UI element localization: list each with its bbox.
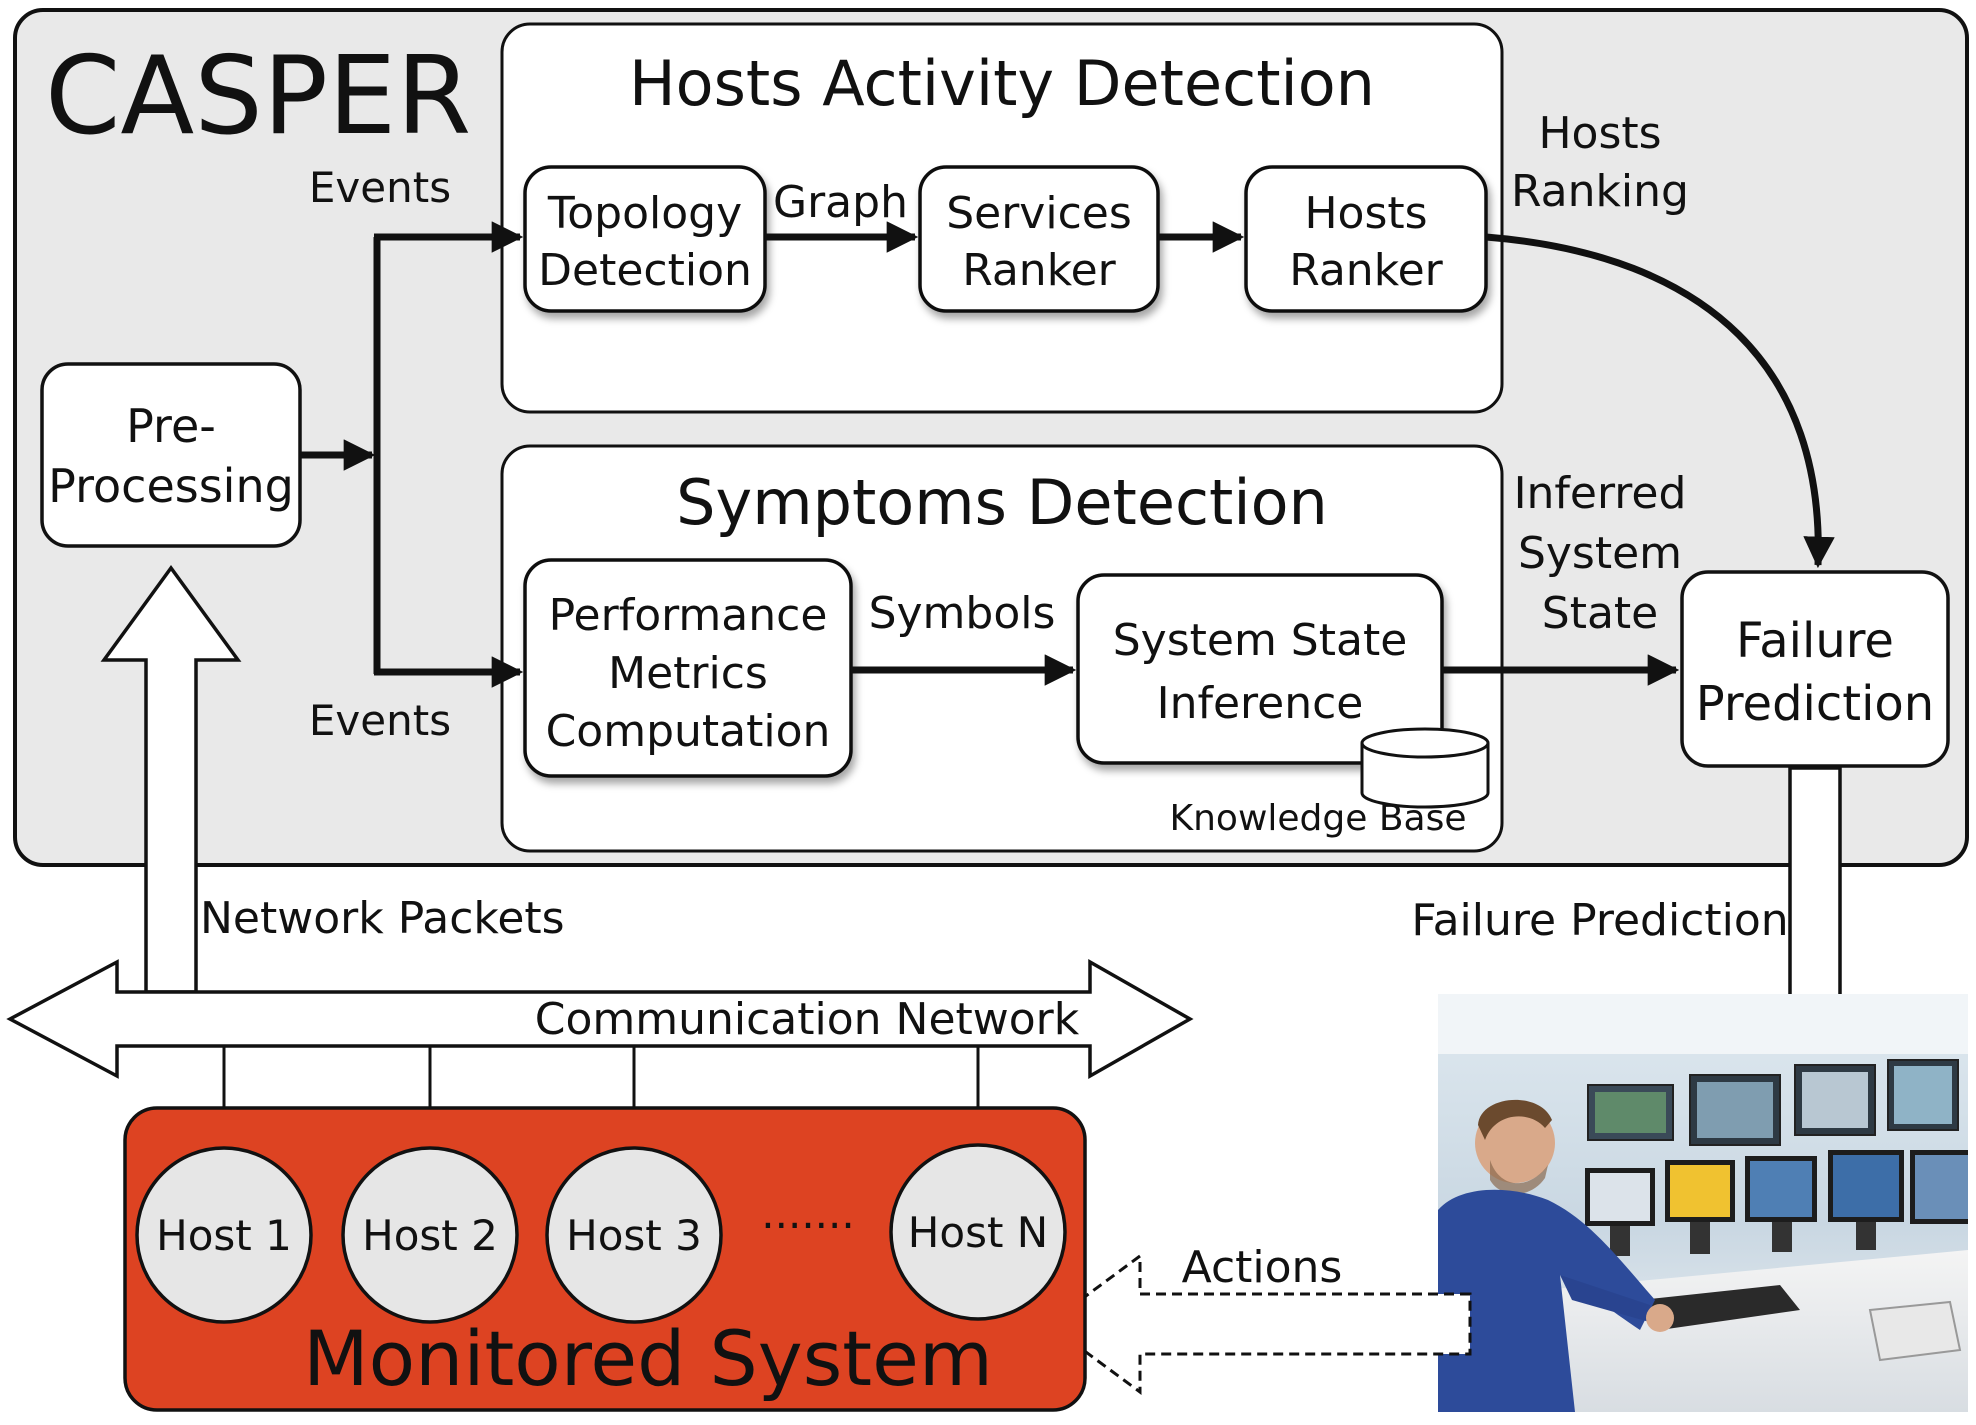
metrics-line3: Computation	[546, 706, 831, 757]
preprocessing-line2: Processing	[48, 459, 294, 513]
hosts-ranker-line2: Ranker	[1289, 245, 1443, 296]
network-packets-arrow	[100, 565, 242, 994]
hosts-activity-title: Hosts Activity Detection	[629, 47, 1375, 120]
knowledge-base-cylinder-icon	[1360, 727, 1490, 809]
symptoms-title: Symptoms Detection	[676, 466, 1328, 539]
topology-line2: Detection	[538, 245, 752, 296]
monitored-system-title: Monitored System	[303, 1314, 993, 1403]
hosts-ranking-line1: Hosts	[1538, 108, 1661, 159]
host-n-label: Host N	[908, 1208, 1048, 1257]
inferred-line2: System	[1518, 528, 1682, 579]
host-2-node: Host 2	[341, 1146, 519, 1324]
host-3-node: Host 3	[545, 1146, 723, 1324]
symbols-label: Symbols	[869, 588, 1056, 639]
failure-prediction-line2: Prediction	[1696, 676, 1934, 732]
failure-prediction-line1: Failure	[1736, 613, 1894, 669]
inference-line1: System State	[1113, 615, 1408, 666]
communication-network-arrow	[6, 958, 1194, 1080]
inferred-line1: Inferred	[1514, 468, 1687, 519]
communication-network-label: Communication Network	[535, 994, 1080, 1045]
actions-arrow	[1045, 1253, 1472, 1395]
system-state-inference-box: System State Inference	[1076, 573, 1444, 765]
inferred-line3: State	[1542, 588, 1658, 639]
services-ranker-line2: Ranker	[962, 245, 1116, 296]
performance-metrics-box: Performance Metrics Computation	[523, 558, 853, 778]
knowledge-base-label: Knowledge Base	[1170, 798, 1467, 839]
host-1-node: Host 1	[135, 1146, 313, 1324]
network-packets-label: Network Packets	[200, 893, 565, 944]
services-ranker-box: Services Ranker	[918, 165, 1160, 313]
host-1-label: Host 1	[156, 1211, 292, 1260]
graph-label: Graph	[773, 177, 908, 228]
topology-line1: Topology	[547, 188, 742, 239]
operator-control-room-icon	[1438, 994, 1968, 1412]
events-top-label: Events	[309, 163, 451, 212]
hosts-ranking-line2: Ranking	[1511, 166, 1689, 217]
inference-line2: Inference	[1157, 678, 1364, 729]
failure-prediction-flow-label: Failure Prediction	[1411, 895, 1788, 946]
hosts-ranking-arrow	[1485, 233, 1835, 569]
actions-label: Actions	[1182, 1242, 1343, 1293]
host-3-label: Host 3	[566, 1211, 702, 1260]
host-2-label: Host 2	[362, 1211, 498, 1260]
hosts-ranker-box: Hosts Ranker	[1244, 165, 1488, 313]
hosts-ellipsis: ·······	[761, 1201, 854, 1250]
failure-prediction-box: Failure Prediction	[1680, 570, 1950, 768]
preprocessing-box: Pre- Processing	[40, 362, 302, 548]
topology-detection-box: Topology Detection	[523, 165, 767, 313]
metrics-line2: Metrics	[608, 648, 768, 699]
preprocessing-line1: Pre-	[126, 399, 216, 453]
casper-title: CASPER	[45, 34, 471, 159]
metrics-line1: Performance	[549, 590, 828, 641]
host-n-node: Host N	[889, 1143, 1067, 1321]
hosts-ranker-line1: Hosts	[1304, 188, 1427, 239]
services-ranker-line1: Services	[946, 188, 1132, 239]
events-bottom-label: Events	[309, 696, 451, 745]
